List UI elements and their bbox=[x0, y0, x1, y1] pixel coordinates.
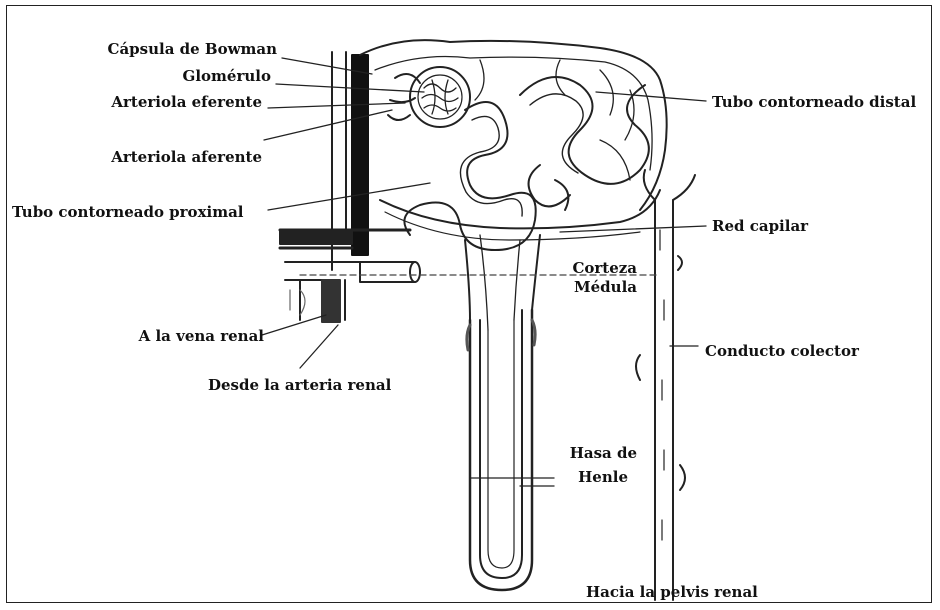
label-red-capilar: Red capilar bbox=[712, 217, 808, 235]
label-arteriola-aferente: Arteriola aferente bbox=[111, 148, 262, 166]
henle-loop bbox=[465, 235, 540, 590]
distal-tubule bbox=[520, 77, 649, 210]
label-arteriola-eferente: Arteriola eferente bbox=[111, 93, 262, 111]
label-corteza: Corteza bbox=[572, 259, 637, 277]
collecting-duct bbox=[636, 170, 695, 600]
label-hasa-henle-line2: Henle bbox=[578, 468, 628, 486]
renal-vessels bbox=[280, 52, 420, 322]
label-arteria-renal: Desde la arteria renal bbox=[208, 376, 391, 394]
label-hasa-henle-line1: Hasa de bbox=[570, 444, 637, 462]
label-conducto-colector: Conducto colector bbox=[705, 342, 859, 360]
label-glomerulo: Glomérulo bbox=[183, 67, 271, 85]
label-medula: Médula bbox=[574, 278, 637, 296]
label-tubo-distal: Tubo contorneado distal bbox=[712, 93, 916, 111]
label-capsula-bowman: Cápsula de Bowman bbox=[108, 40, 277, 58]
label-vena-renal: A la vena renal bbox=[139, 327, 264, 345]
bowman-capsule bbox=[388, 67, 470, 127]
label-tubo-proximal: Tubo contorneado proximal bbox=[12, 203, 244, 221]
capillary-network bbox=[360, 40, 667, 240]
label-pelvis-renal: Hacia la pelvis renal bbox=[586, 583, 758, 601]
